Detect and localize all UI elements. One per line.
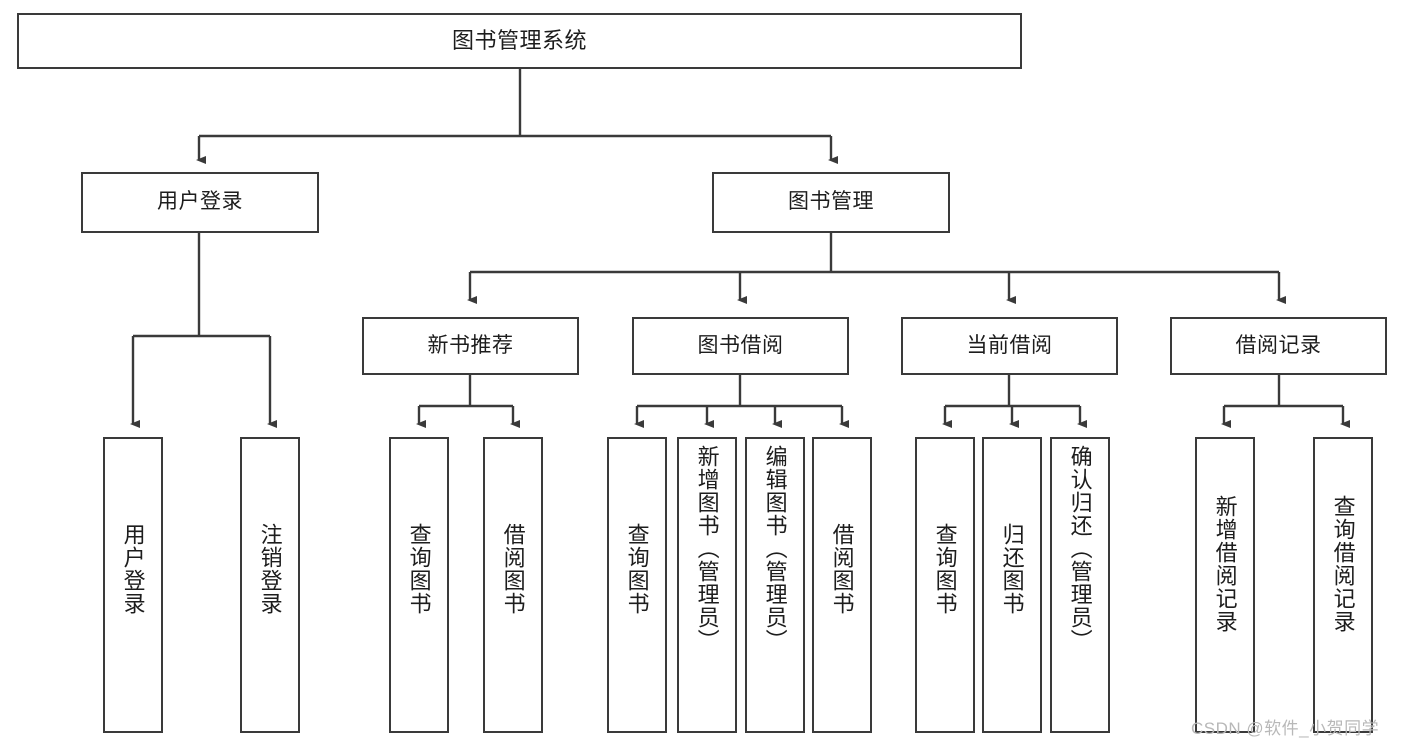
leaf-user-login-login[interactable]: 用户登录 (103, 437, 163, 733)
node-label: 当前借阅 (966, 333, 1053, 357)
node-label: 图书管理系统 (451, 28, 587, 54)
node-label: 查询借阅记录 (1330, 495, 1356, 633)
leaf-book-borrow-borrow-book[interactable]: 借阅图书 (812, 437, 872, 733)
node-label: 图书管理 (788, 190, 874, 214)
leaf-current-borrow-return-book[interactable]: 归还图书 (982, 437, 1042, 733)
node-label: 确认归还（管理员） (1067, 445, 1093, 652)
node-label: 查询图书 (406, 523, 432, 615)
node-user-login[interactable]: 用户登录 (81, 172, 319, 233)
node-label: 图书借阅 (697, 333, 784, 357)
leaf-current-borrow-query-book[interactable]: 查询图书 (915, 437, 975, 733)
node-label: 借阅记录 (1235, 333, 1322, 357)
node-borrow-record[interactable]: 借阅记录 (1170, 317, 1387, 375)
leaf-user-login-logout[interactable]: 注销登录 (240, 437, 300, 733)
node-label: 借阅图书 (500, 523, 526, 615)
node-book-borrow[interactable]: 图书借阅 (632, 317, 849, 375)
node-label: 注销登录 (257, 523, 283, 615)
node-label: 新书推荐 (427, 333, 514, 357)
leaf-book-borrow-query-book[interactable]: 查询图书 (607, 437, 667, 733)
watermark-text: CSDN @软件_小贺同学 (1191, 719, 1380, 738)
leaf-current-borrow-confirm-return-admin[interactable]: 确认归还（管理员） (1050, 437, 1110, 733)
node-label: 编辑图书（管理员） (762, 445, 788, 652)
node-label: 新增借阅记录 (1212, 495, 1238, 633)
node-label: 归还图书 (999, 523, 1025, 615)
node-label: 查询图书 (932, 523, 958, 615)
node-label: 新增图书（管理员） (694, 445, 720, 652)
leaf-new-book-borrow-book[interactable]: 借阅图书 (483, 437, 543, 733)
leaf-new-book-query-book[interactable]: 查询图书 (389, 437, 449, 733)
leaf-book-borrow-add-book-admin[interactable]: 新增图书（管理员） (677, 437, 737, 733)
leaf-book-borrow-edit-book-admin[interactable]: 编辑图书（管理员） (745, 437, 805, 733)
node-label: 借阅图书 (829, 523, 855, 615)
node-root-system[interactable]: 图书管理系统 (17, 13, 1022, 69)
node-new-book-recommend[interactable]: 新书推荐 (362, 317, 579, 375)
node-book-management[interactable]: 图书管理 (712, 172, 950, 233)
leaf-borrow-record-add-record[interactable]: 新增借阅记录 (1195, 437, 1255, 733)
node-current-borrow[interactable]: 当前借阅 (901, 317, 1118, 375)
node-label: 用户登录 (120, 523, 146, 615)
node-label: 查询图书 (624, 523, 650, 615)
node-label: 用户登录 (157, 190, 243, 214)
leaf-borrow-record-query-record[interactable]: 查询借阅记录 (1313, 437, 1373, 733)
